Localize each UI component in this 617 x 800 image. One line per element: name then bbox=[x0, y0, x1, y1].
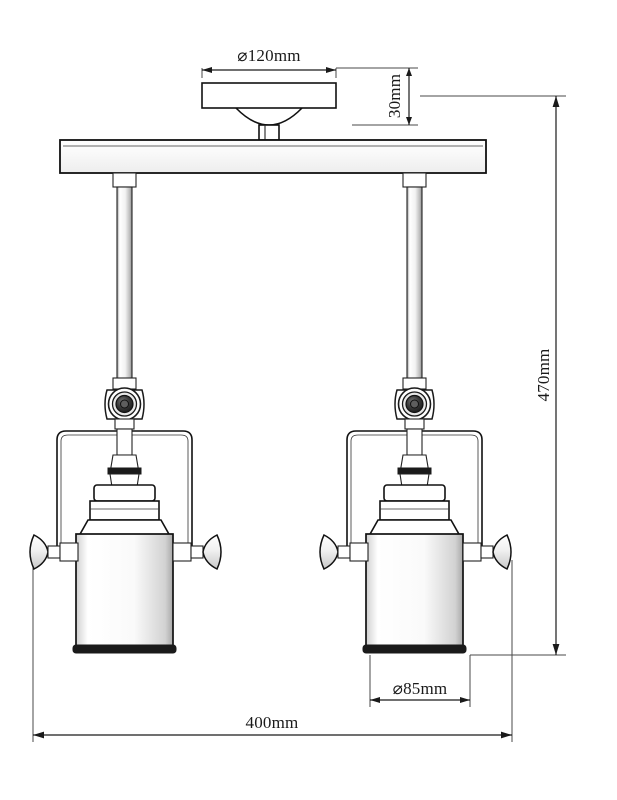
mounting-bar-body bbox=[59, 139, 487, 174]
shade-body-left bbox=[75, 533, 174, 649]
shade-neck-right bbox=[397, 428, 432, 488]
knob-shaft-right-outer bbox=[337, 545, 351, 559]
dim-label-overall-height: 470mm bbox=[534, 349, 553, 402]
cap-top-right bbox=[383, 484, 446, 502]
swivel-pin-right bbox=[410, 399, 419, 409]
neck-upper-left bbox=[116, 428, 133, 456]
cylinder-shade-right bbox=[362, 533, 467, 654]
shade-bottom-rim-left bbox=[72, 644, 177, 654]
knob-shaft-left-outer bbox=[47, 545, 61, 559]
shade-body-right bbox=[365, 533, 464, 649]
thumb-knob-right-outer bbox=[319, 533, 369, 571]
shade-neck-left bbox=[107, 428, 142, 488]
dimension-canopy-height: 30mm bbox=[336, 67, 418, 126]
shade-cap-right bbox=[367, 484, 462, 537]
cap-mid-right bbox=[379, 500, 450, 521]
cap-top-left bbox=[93, 484, 156, 502]
knob-boss-left-inner bbox=[172, 542, 192, 562]
rod-tube-left bbox=[116, 186, 133, 386]
arrow-left-400 bbox=[33, 731, 44, 739]
knob-boss-right-inner bbox=[462, 542, 482, 562]
thumb-knob-left-outer bbox=[29, 533, 79, 571]
dimension-overall-height: 470mm bbox=[420, 95, 566, 656]
neck-band-left bbox=[107, 467, 142, 475]
swivel-lower-collar-right bbox=[404, 418, 425, 430]
dimension-shade-diameter: ⌀85mm bbox=[369, 655, 471, 707]
arrow-bottom-470 bbox=[552, 644, 560, 655]
lamp-assembly-left bbox=[29, 172, 222, 654]
dim-label-canopy-diameter: ⌀120mm bbox=[237, 46, 300, 65]
canopy-stem bbox=[258, 124, 280, 141]
rod-tube-right bbox=[406, 186, 423, 386]
swivel-joint-right bbox=[394, 387, 435, 430]
swivel-pin-left bbox=[120, 399, 129, 409]
knob-boss-left-outer bbox=[59, 542, 79, 562]
knob-cap-right-outer bbox=[319, 533, 339, 571]
cap-mid-left bbox=[89, 500, 160, 521]
knob-boss-right-outer bbox=[349, 542, 369, 562]
arrow-right-85 bbox=[460, 697, 470, 703]
canopy-body bbox=[201, 82, 337, 109]
rod-top-collar-left bbox=[112, 172, 137, 188]
drop-rod-right bbox=[402, 172, 427, 390]
swivel-lower-collar-left bbox=[114, 418, 135, 430]
lamp-assembly-right bbox=[319, 172, 512, 654]
canopy-dome bbox=[235, 107, 303, 126]
dim-label-canopy-height: 30mm bbox=[385, 74, 404, 118]
ceiling-canopy-plate bbox=[201, 82, 337, 141]
drop-rod-left bbox=[112, 172, 137, 390]
knob-cap-left-inner bbox=[202, 533, 222, 571]
thumb-knob-right-inner bbox=[462, 533, 512, 571]
arrow-top-470 bbox=[552, 96, 560, 107]
arrow-left-85 bbox=[370, 697, 380, 703]
arrow-bottom-30 bbox=[406, 117, 412, 125]
rod-top-collar-right bbox=[402, 172, 427, 188]
arrow-left-120 bbox=[202, 67, 212, 73]
swivel-joint-left bbox=[104, 387, 145, 430]
arrow-top-30 bbox=[406, 68, 412, 76]
dimension-canopy-diameter: ⌀120mm bbox=[201, 46, 337, 78]
cylinder-shade-left bbox=[72, 533, 177, 654]
arrow-right-120 bbox=[326, 67, 336, 73]
knob-shaft-right-inner bbox=[480, 545, 494, 559]
thumb-knob-left-inner bbox=[172, 533, 222, 571]
neck-upper-right bbox=[406, 428, 423, 456]
dim-label-overall-width: 400mm bbox=[246, 713, 299, 732]
shade-bottom-rim-right bbox=[362, 644, 467, 654]
neck-band-right bbox=[397, 467, 432, 475]
knob-cap-left-outer bbox=[29, 533, 49, 571]
arrow-right-400 bbox=[501, 731, 512, 739]
shade-cap-left bbox=[77, 484, 172, 537]
knob-shaft-left-inner bbox=[190, 545, 204, 559]
mounting-bar bbox=[59, 139, 487, 174]
dim-label-shade-diameter: ⌀85mm bbox=[393, 679, 448, 698]
knob-cap-right-inner bbox=[492, 533, 512, 571]
dimension-overall-width: 400mm bbox=[32, 560, 513, 742]
